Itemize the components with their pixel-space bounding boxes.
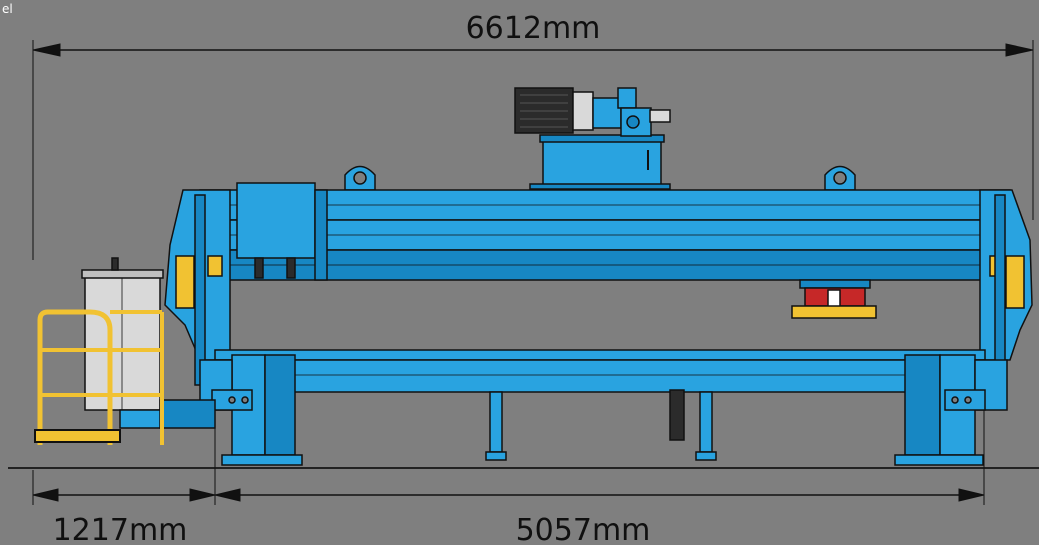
platform-length-label: 1217mm <box>53 513 188 545</box>
left-end-frame <box>164 189 231 386</box>
platform-bracket <box>119 399 216 429</box>
corner-label: el <box>2 2 13 16</box>
operator-platform <box>34 309 164 445</box>
lifting-lug-left <box>344 165 376 191</box>
work-bed <box>214 349 986 393</box>
overall-dimension <box>32 40 1034 260</box>
traveling-carriage <box>236 182 328 281</box>
hydraulic-unit <box>514 87 671 190</box>
bed-end-blocks <box>199 359 1008 411</box>
tool-head <box>791 279 877 319</box>
base-length-label: 5057mm <box>516 513 651 545</box>
lifting-lug-right <box>824 165 856 191</box>
overall-length-label: 6612mm <box>466 11 601 46</box>
control-cabinet <box>81 257 164 411</box>
gantry-beam <box>199 189 1011 281</box>
right-end-frame <box>979 189 1033 386</box>
bottom-dimension <box>32 380 985 505</box>
